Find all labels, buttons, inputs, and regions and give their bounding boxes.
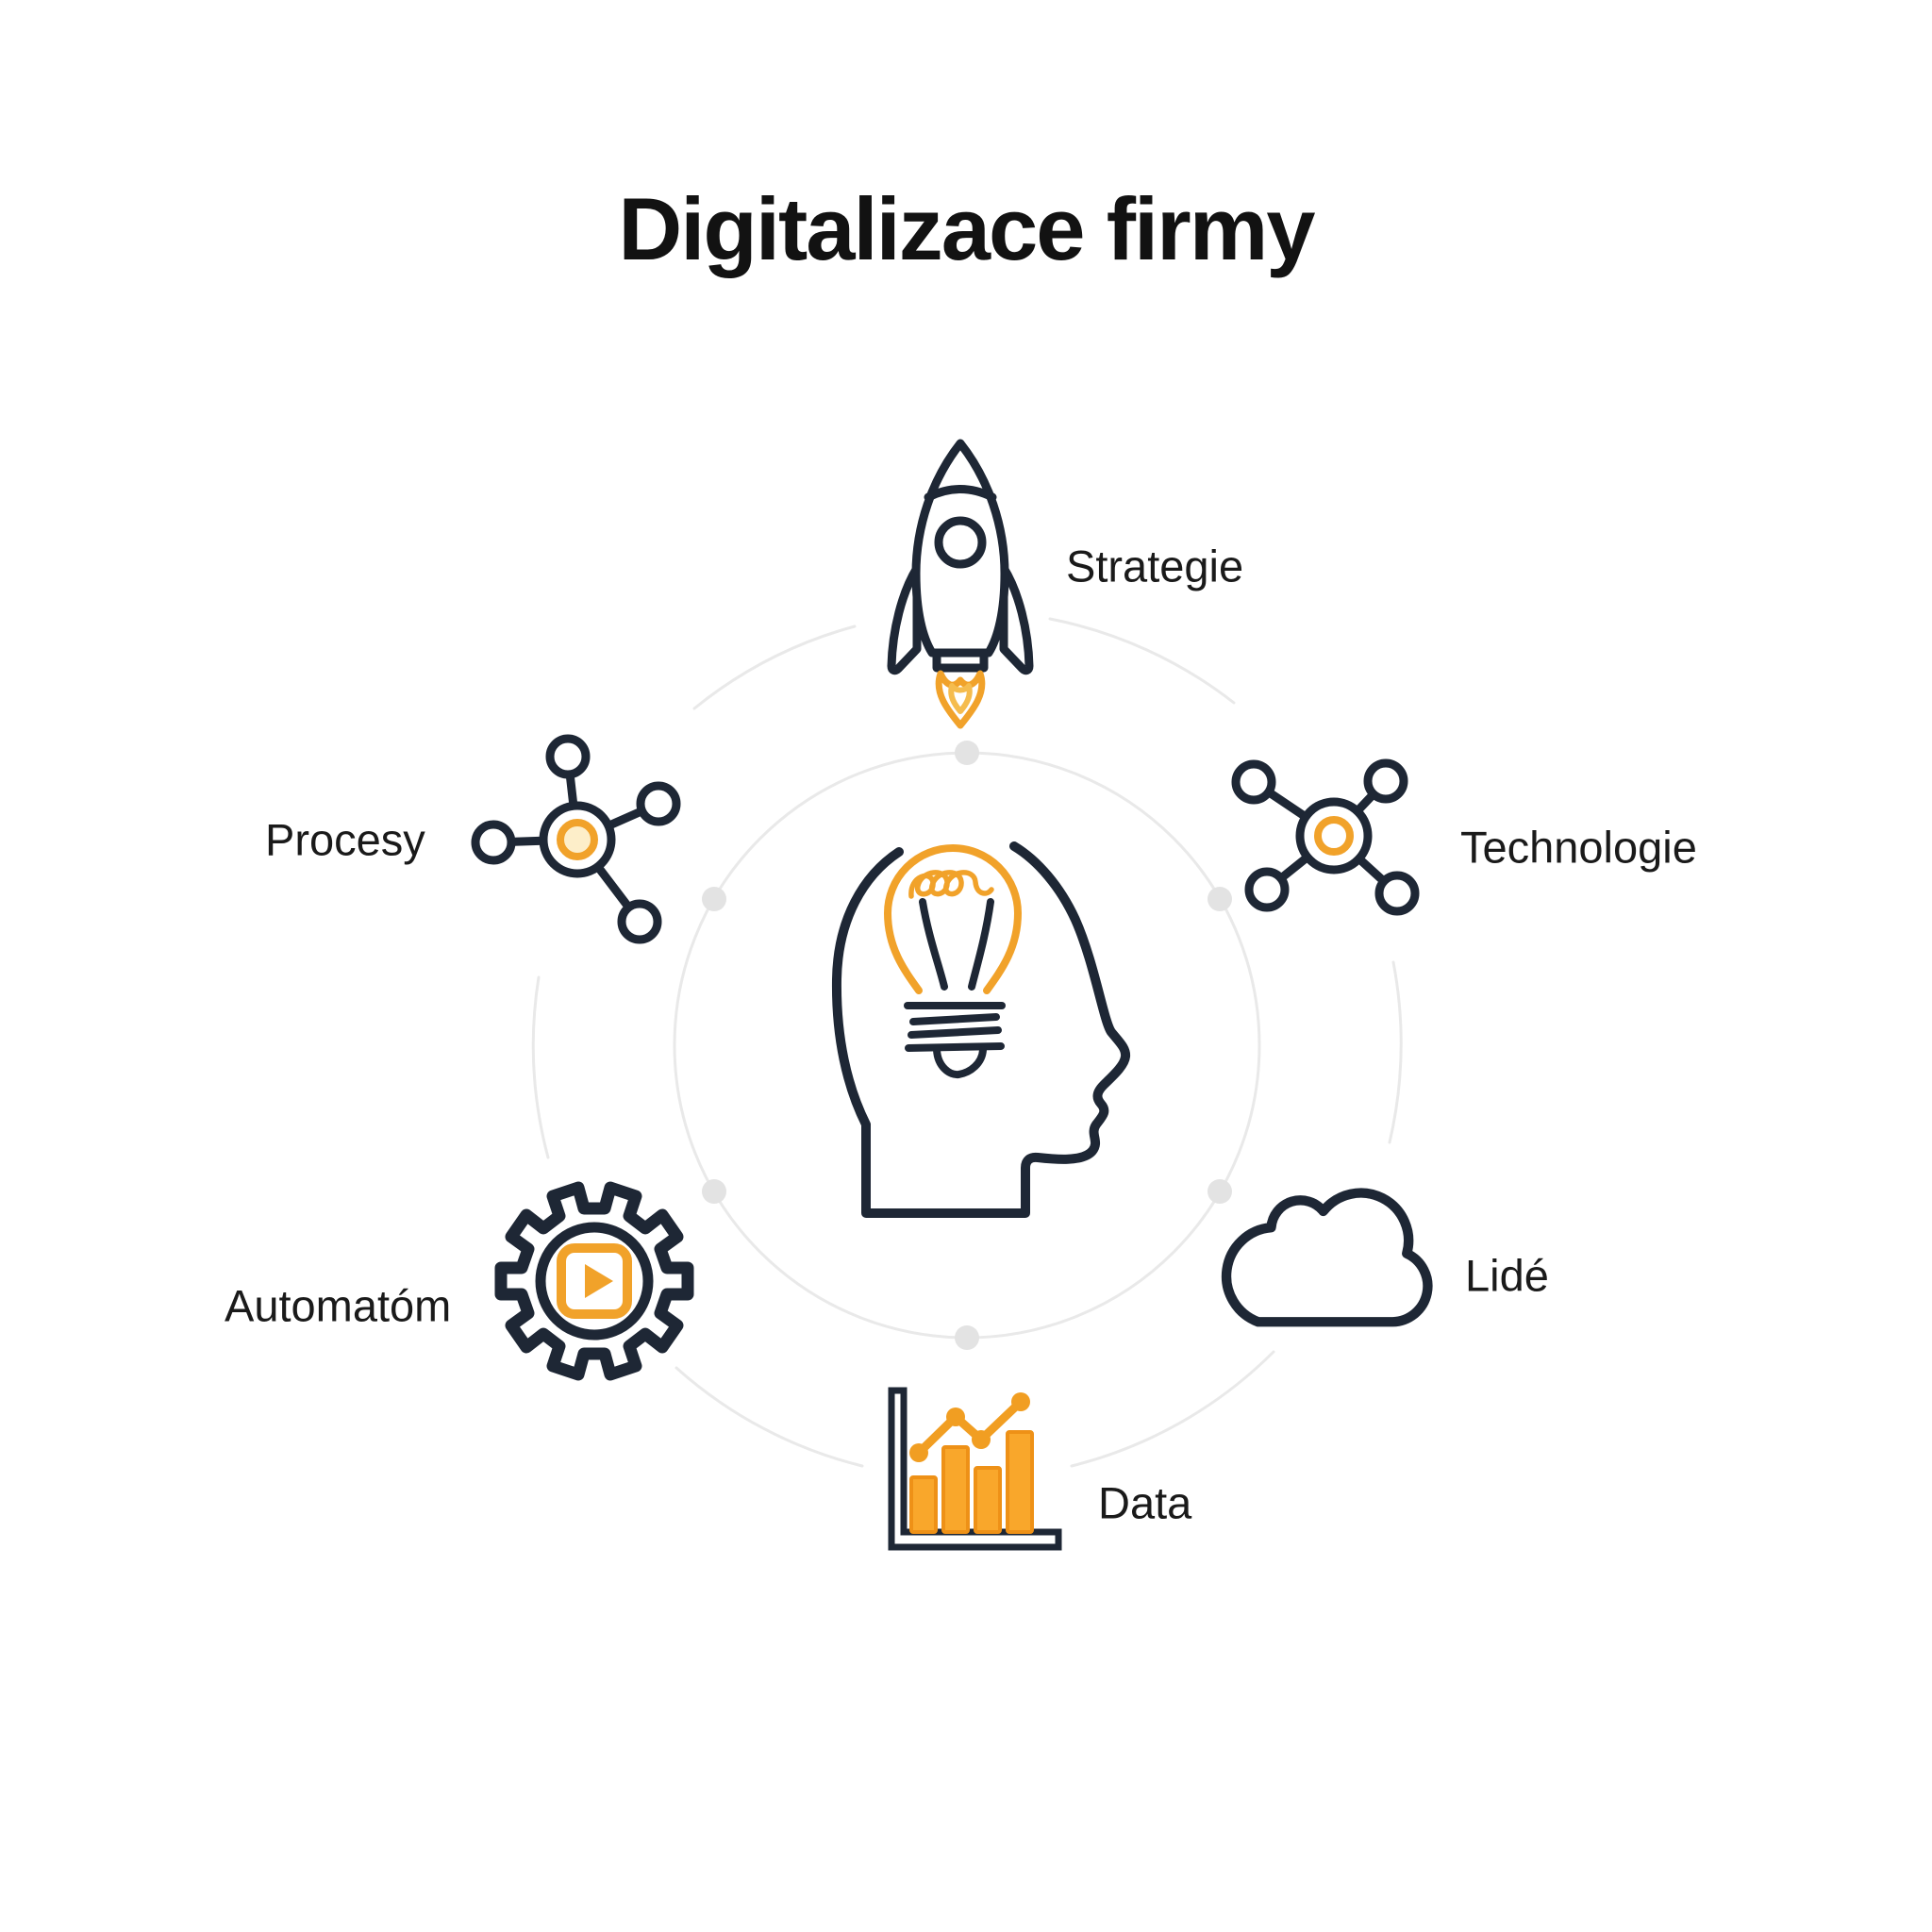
network-icon-procesy: [471, 734, 681, 944]
rocket-fin-right: [999, 563, 1034, 675]
chart-trend-dots: [909, 1392, 1030, 1462]
rocket-nose-line: [924, 485, 997, 502]
rocket-nozzle: [932, 648, 989, 673]
label-data: Data: [1098, 1477, 1192, 1528]
lightbulb-icon: [884, 844, 1022, 1079]
label-lide: Lidé: [1465, 1250, 1549, 1301]
bar-chart-icon: [888, 1387, 1062, 1551]
page-title: Digitalizace firmy: [618, 179, 1315, 278]
bulb-filament-left: [919, 898, 948, 991]
play-icon: [585, 1264, 613, 1298]
cloud-icon: [1221, 1188, 1433, 1327]
orbit-dots: [702, 741, 1232, 1350]
rocket-icon: [887, 439, 1034, 729]
label-procesy: Procesy: [265, 814, 425, 865]
bulb-base-lines: [904, 1002, 1006, 1079]
chart-axes: [888, 1387, 1062, 1551]
network-hub-core: [1314, 816, 1354, 856]
rocket-flame: [935, 670, 986, 729]
network-hub-core: [557, 819, 598, 860]
chart-bars: [909, 1430, 1034, 1534]
gear-play-icon: [494, 1181, 694, 1381]
chart-trend-line: [914, 1397, 1025, 1457]
bulb-filament-right: [968, 898, 994, 991]
bulb-glass: [884, 844, 1022, 994]
label-strategie: Strategie: [1066, 541, 1244, 591]
head-profile-outline: [831, 841, 1131, 1218]
label-automatom: Automatóm: [225, 1280, 452, 1331]
network-icon-technologie: [1231, 758, 1420, 916]
rocket-window: [934, 516, 987, 569]
bulb-coil: [908, 870, 994, 899]
rocket-fin-left: [887, 563, 922, 675]
outer-orbit-arcs: [531, 617, 1403, 1468]
head-lightbulb-icon: [831, 841, 1131, 1218]
label-technologie: Technologie: [1460, 822, 1697, 873]
